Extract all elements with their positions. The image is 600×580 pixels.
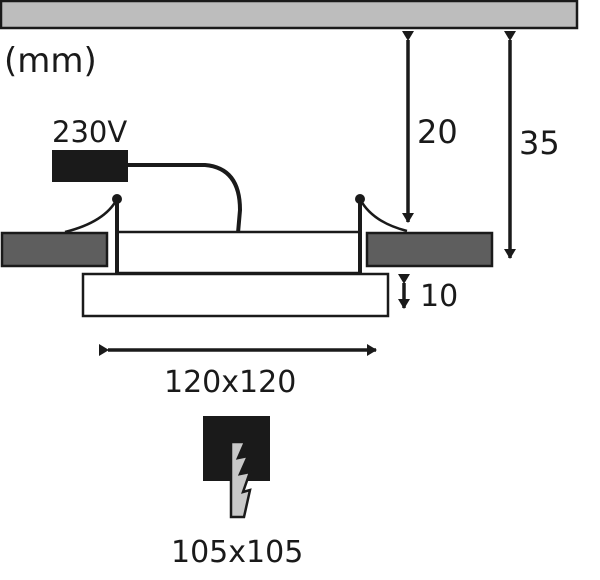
luminaire-housing (115, 230, 362, 275)
cutout-size-label: 105x105 (171, 535, 303, 570)
ceiling-panel-right (365, 231, 494, 268)
recess-depth-label: 20 (417, 113, 458, 151)
driver-box (52, 150, 128, 182)
voltage-label: 230V (52, 115, 127, 149)
spring-clip-right (358, 198, 408, 233)
cutout-blade-icon (229, 440, 252, 519)
total-depth-label: 35 (519, 124, 560, 162)
spring-clip-left (64, 198, 119, 234)
unit-label: (mm) (4, 41, 97, 81)
ceiling-panel-left (0, 231, 109, 268)
power-cable (128, 163, 243, 234)
luminaire-panel (81, 272, 390, 318)
panel-height-label: 10 (420, 279, 458, 314)
ceiling-slab (0, 0, 579, 30)
panel-size-label: 120x120 (164, 365, 296, 400)
